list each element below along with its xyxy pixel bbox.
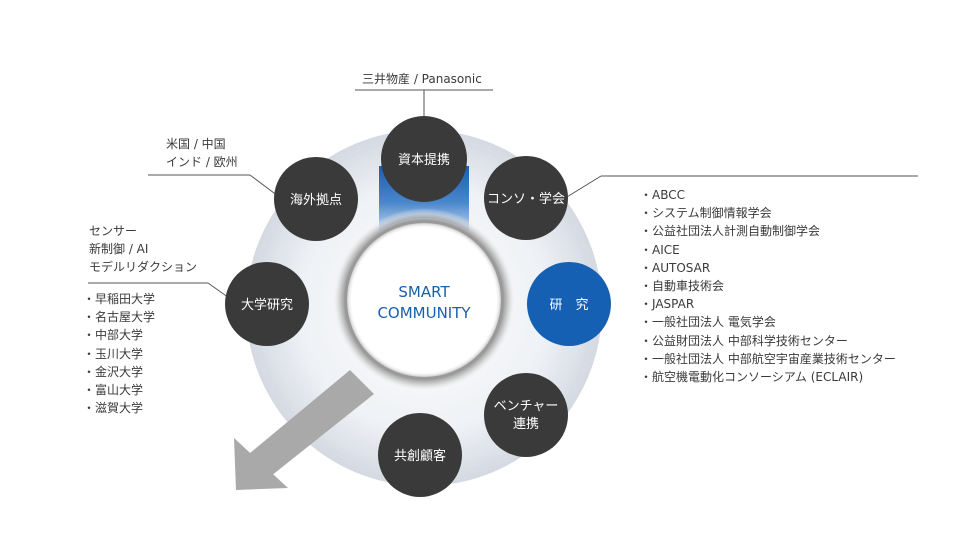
- university-item: 金沢大学: [83, 363, 155, 381]
- node-kyoso[interactable]: 共創顧客: [378, 413, 462, 497]
- node-venture[interactable]: ベンチャー 連携: [484, 373, 568, 457]
- society-item: ABCC: [640, 186, 896, 204]
- node-shihon-label: 資本提携: [398, 152, 450, 168]
- kaigai-regions-line2: インド / 欧州: [166, 155, 238, 169]
- society-item: システム制御情報学会: [640, 204, 896, 222]
- connector-konso-diag: [561, 175, 602, 201]
- society-item: 公益財団法人 中部科学技術センター: [640, 332, 896, 350]
- society-item: 一般社団法人 中部航空宇宙産業技術センター: [640, 350, 896, 368]
- society-item: 自動車技術会: [640, 277, 896, 295]
- university-item: 富山大学: [83, 381, 155, 399]
- node-venture-label-line2: 連携: [513, 416, 539, 432]
- university-item: 早稲田大学: [83, 290, 155, 308]
- society-item: JASPAR: [640, 295, 896, 313]
- kaigai-regions-line1: 米国 / 中国: [166, 137, 226, 151]
- node-kaigai[interactable]: 海外拠点: [274, 157, 358, 241]
- society-item: 公益社団法人計測自動制御学会: [640, 222, 896, 240]
- connector-lines: [88, 89, 918, 301]
- research-topic-line3: モデルリダクション: [89, 260, 198, 274]
- node-daigaku-label: 大学研究: [241, 297, 293, 313]
- university-list: 早稲田大学 名古屋大学 中部大学 玉川大学 金沢大学 富山大学 滋賀大学: [83, 290, 155, 417]
- node-kyoso-label: 共創顧客: [394, 448, 446, 464]
- society-list: ABCC システム制御情報学会 公益社団法人計測自動制御学会 AICE AUTO…: [640, 186, 896, 386]
- research-topic-line2: 新制御 / AI: [89, 242, 149, 256]
- shihon-partners-label: 三井物産 / Panasonic: [362, 72, 482, 86]
- node-konso-label: コンソ・学会: [487, 191, 565, 207]
- society-item: 一般社団法人 電気学会: [640, 313, 896, 331]
- research-topic-line1: センサー: [89, 224, 138, 238]
- society-item: 航空機電動化コンソーシアム (ECLAIR): [640, 368, 896, 386]
- magnifier-arrow: [234, 370, 374, 490]
- node-venture-label-line1: ベンチャー: [494, 399, 559, 414]
- society-item: AICE: [640, 241, 896, 259]
- university-item: 名古屋大学: [83, 308, 155, 326]
- center-lens: SMART COMMUNITY: [332, 208, 516, 392]
- society-item: AUTOSAR: [640, 259, 896, 277]
- center-title-line2: COMMUNITY: [377, 304, 471, 322]
- connector-kaigai-diag: [249, 174, 279, 197]
- node-konso[interactable]: コンソ・学会: [484, 156, 568, 240]
- node-daigaku[interactable]: 大学研究: [225, 262, 309, 346]
- node-kenkyu[interactable]: 研 究: [527, 262, 611, 346]
- university-item: 玉川大学: [83, 345, 155, 363]
- center-title-line1: SMART: [398, 283, 450, 301]
- node-shihon[interactable]: 資本提携: [381, 116, 467, 202]
- node-kenkyu-label: 研 究: [549, 298, 588, 313]
- university-item: 中部大学: [83, 326, 155, 344]
- university-item: 滋賀大学: [83, 399, 155, 417]
- node-kaigai-label: 海外拠点: [290, 193, 342, 208]
